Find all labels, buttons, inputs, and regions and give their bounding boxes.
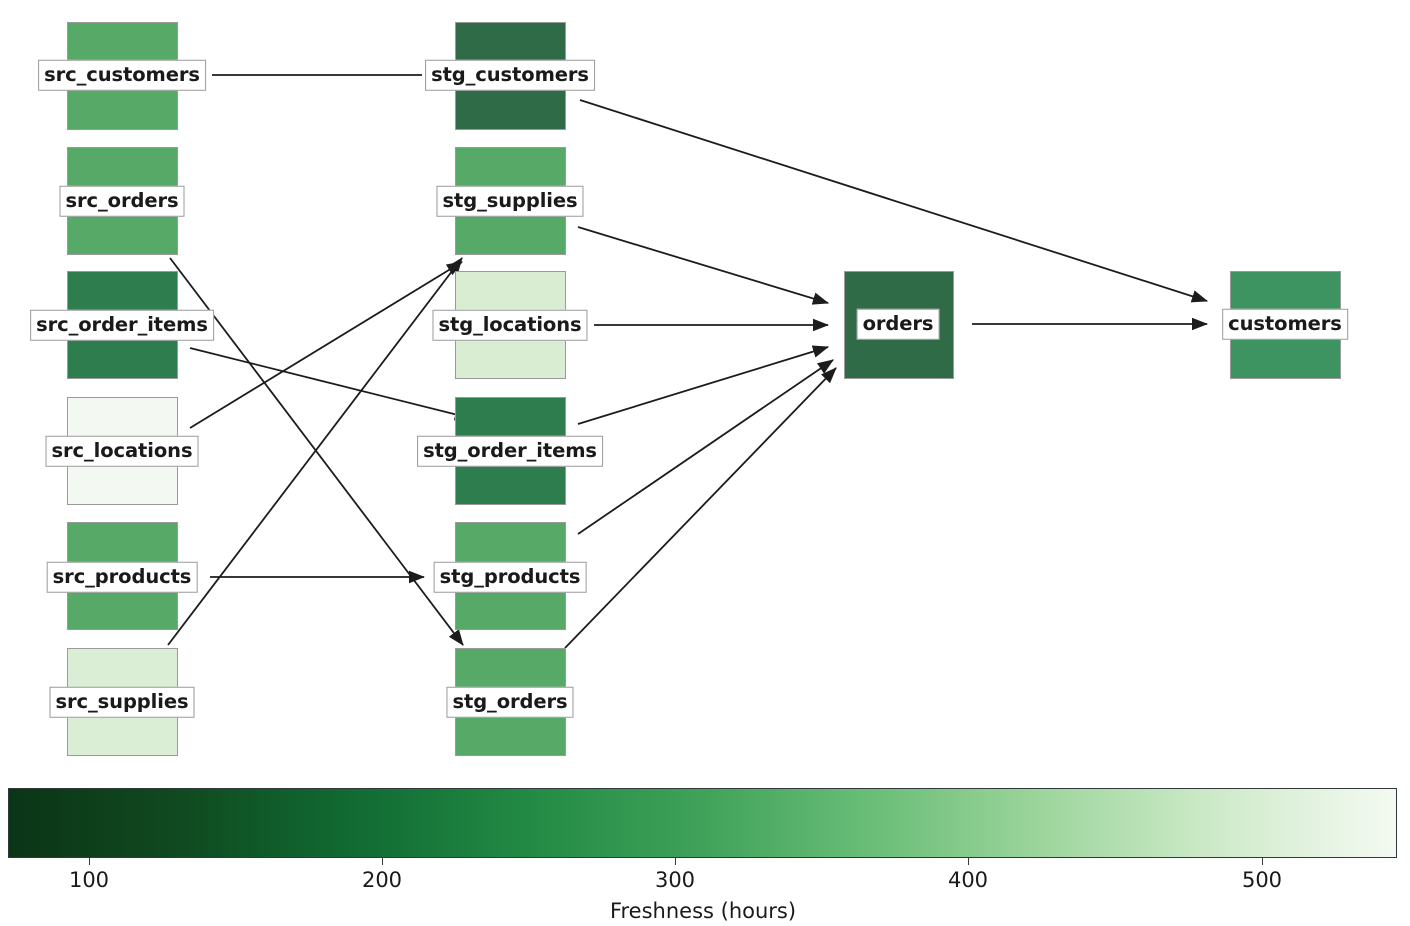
colorbar-tick-label-300: 300	[654, 868, 696, 892]
colorbar-axis-label: Freshness (hours)	[609, 899, 797, 923]
colorbar-tick-label-200: 200	[361, 868, 403, 892]
colorbar-tick-mark-400	[968, 858, 970, 865]
node-label-stg_customers: stg_customers	[425, 59, 595, 91]
node-label-src_customers: src_customers	[38, 59, 206, 91]
colorbar-tick-label-500: 500	[1241, 868, 1283, 892]
node-label-src_orders: src_orders	[59, 185, 185, 217]
edge-stg_supplies-to-orders	[577, 226, 830, 305]
node-label-src_products: src_products	[46, 561, 198, 593]
node-label-src_supplies: src_supplies	[49, 686, 195, 718]
node-label-stg_supplies: stg_supplies	[436, 185, 584, 217]
colorbar	[8, 788, 1397, 858]
edge-src_order_items-to-stg_order_items	[189, 347, 472, 421]
node-label-src_order_items: src_order_items	[30, 309, 214, 341]
node-label-stg_locations: stg_locations	[432, 309, 588, 341]
node-label-src_locations: src_locations	[45, 435, 199, 467]
edge-stg_orders-to-orders	[564, 367, 837, 649]
colorbar-tick-label-100: 100	[68, 868, 110, 892]
edge-stg_products-to-orders	[577, 359, 834, 535]
node-label-customers: customers	[1222, 308, 1348, 340]
edge-stg_order_items-to-orders	[577, 345, 830, 425]
colorbar-tick-mark-200	[382, 858, 384, 865]
colorbar-gradient	[9, 789, 1396, 857]
node-label-stg_orders: stg_orders	[446, 686, 574, 718]
node-label-stg_products: stg_products	[433, 561, 587, 593]
colorbar-tick-mark-300	[675, 858, 677, 865]
node-label-stg_order_items: stg_order_items	[417, 435, 603, 467]
edges	[167, 74, 1209, 649]
colorbar-tick-mark-500	[1262, 858, 1264, 865]
colorbar-tick-label-400: 400	[947, 868, 989, 892]
edge-src_locations-to-stg_locations	[189, 261, 463, 429]
node-label-orders: orders	[856, 308, 940, 340]
colorbar-tick-mark-100	[89, 858, 91, 865]
